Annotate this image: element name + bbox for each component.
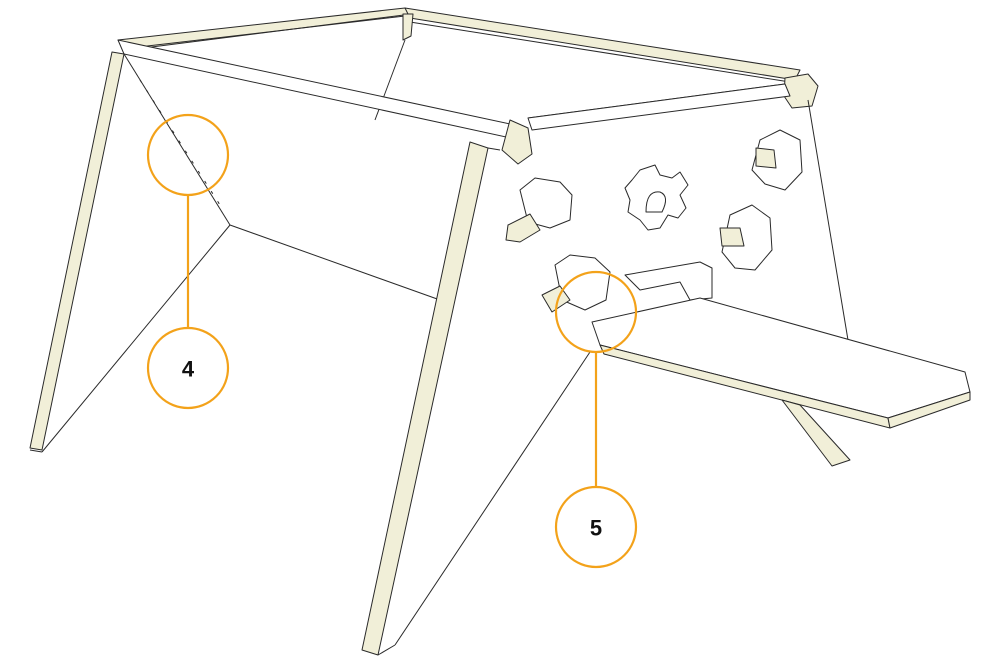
right-top-rail xyxy=(527,83,791,131)
front-rail-top xyxy=(117,39,521,141)
front-leg-inner xyxy=(394,351,591,646)
right-panel-edge xyxy=(807,99,849,341)
right-back-post xyxy=(783,73,819,109)
knob-lower xyxy=(541,254,611,313)
top-frame xyxy=(117,7,819,121)
nut-mid-right xyxy=(719,204,773,271)
front-foot xyxy=(377,644,396,656)
left-leg-edge xyxy=(29,51,125,451)
back-top-rail xyxy=(404,7,801,81)
nut-face xyxy=(751,129,803,191)
gear-piece xyxy=(624,164,689,231)
left-panel-diagonal xyxy=(123,53,231,226)
leg-top xyxy=(487,147,501,151)
shelf-side-edge xyxy=(887,391,971,429)
nut-face xyxy=(721,204,773,271)
knob-top-left xyxy=(505,177,573,243)
knob-shaft xyxy=(541,285,571,313)
rail-edge xyxy=(129,15,406,49)
left-leg-inner xyxy=(41,224,231,453)
front-right-panel xyxy=(361,99,849,656)
callout-badge-4 xyxy=(146,326,230,410)
rail-edge xyxy=(409,21,791,83)
nut-top-right xyxy=(751,129,803,191)
hidden-edge xyxy=(139,79,221,206)
left-panel-bottom xyxy=(229,224,441,301)
callout-label-5: 5 xyxy=(590,516,602,541)
left-foot xyxy=(29,449,43,453)
callout-4-group: 4 xyxy=(146,113,230,410)
shelf-support xyxy=(781,399,851,467)
callout-badge-5 xyxy=(554,485,638,569)
callout-5-group: 5 xyxy=(554,270,638,569)
front-top-rail xyxy=(117,39,791,165)
nut-shaft xyxy=(755,147,777,169)
front-rail-end xyxy=(501,119,533,165)
left-side-panel xyxy=(29,51,441,453)
front-leg-edge xyxy=(361,141,489,656)
left-top-rail xyxy=(117,7,413,51)
gear-hole xyxy=(645,191,666,213)
callout-label-4: 4 xyxy=(182,357,195,382)
knob-shaft xyxy=(505,213,541,243)
control-pieces xyxy=(505,129,803,313)
gear-face xyxy=(624,164,689,231)
shelf-back-bracket xyxy=(624,261,713,301)
nut-shaft xyxy=(719,227,745,247)
detail-circle-4 xyxy=(146,113,230,197)
back-post xyxy=(402,13,414,41)
shelf xyxy=(591,261,971,467)
